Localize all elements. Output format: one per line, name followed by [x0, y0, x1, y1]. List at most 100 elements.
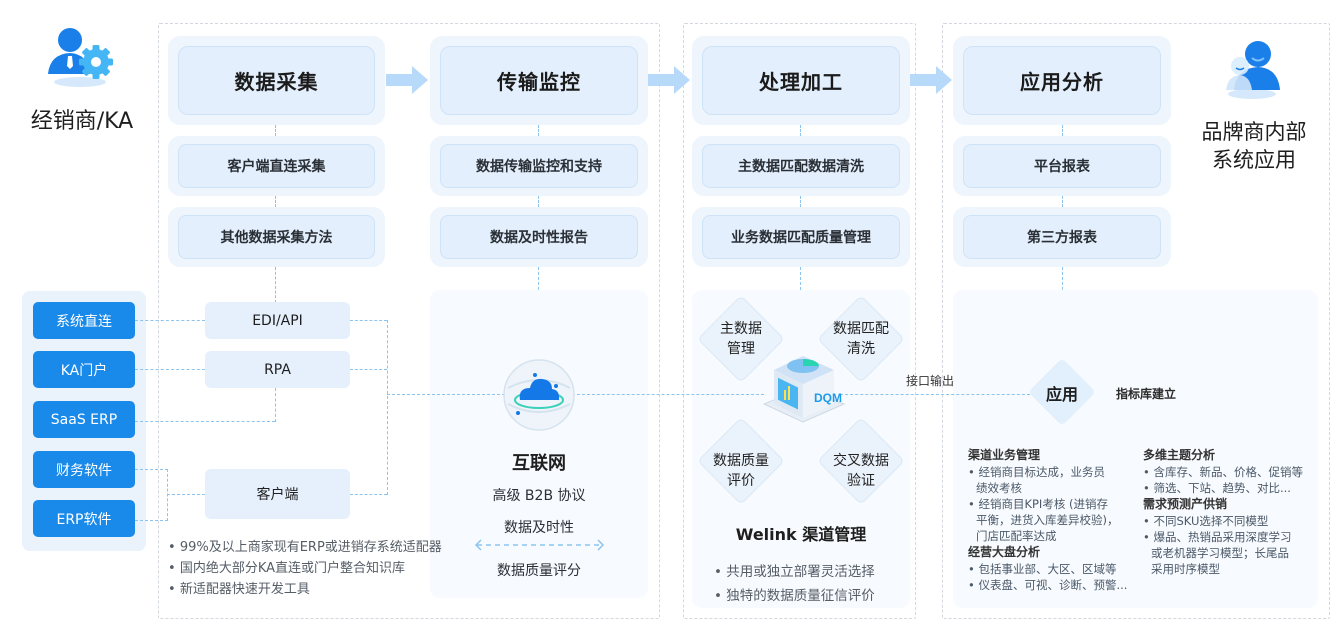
brand-label-line2: 系统应用 [1212, 148, 1296, 172]
application-node-label: 应用 [1045, 385, 1078, 404]
connector-line [350, 369, 387, 370]
double-arrow-icon [474, 539, 605, 551]
stage-application: 应用分析 [953, 36, 1171, 125]
frame-collection-transmission [158, 23, 660, 619]
connector-line [1062, 196, 1063, 207]
connector-rpa: RPA [205, 351, 350, 388]
distributor-gear-icon [44, 22, 116, 90]
analysis-item: 采用时序模型 [1151, 562, 1220, 576]
stage-collection: 数据采集 [168, 36, 385, 125]
stage-title: 应用分析 [1020, 70, 1104, 94]
stage-application-item: 第三方报表 [953, 207, 1171, 267]
dqm-label: DQM [814, 391, 842, 405]
connector-line [135, 320, 205, 321]
bullet: • [968, 497, 979, 511]
bullet: • [968, 562, 979, 576]
dqm-server-icon: DQM [760, 340, 846, 430]
frame-application [942, 23, 1330, 619]
arrow-right-icon [386, 66, 428, 94]
internet-panel [430, 290, 648, 598]
connector-line [135, 469, 168, 470]
source-finance-software[interactable]: 财务软件 [33, 451, 135, 488]
analysis-col-2: 多维主题分析 • 含库存、新品、价格、促销等 • 筛选、下站、趋势、对比... 需求预… [1143, 447, 1313, 577]
application-panel [953, 290, 1318, 608]
connector-line [350, 320, 387, 321]
analysis-heading: 多维主题分析 [1143, 448, 1216, 462]
connector-line [135, 520, 168, 521]
stage-collection-item: 客户端直连采集 [168, 136, 385, 196]
connector-line [387, 320, 388, 495]
analysis-item: • 包括事业部、大区、区域等 [968, 562, 1117, 576]
stage-transmission-item: 数据传输监控和支持 [430, 136, 648, 196]
analysis-item: • 不同SKU选择不同模型 [1143, 514, 1269, 528]
connector-line [387, 394, 505, 395]
processing-notes: • 共用或独立部署灵活选择 • 独特的数据质量征信评价 [714, 560, 875, 608]
source-system-direct[interactable]: 系统直连 [33, 302, 135, 339]
connector-line [135, 421, 275, 422]
diamond-master-data: 主数据管理 [720, 321, 762, 357]
bullet: • [1143, 514, 1154, 528]
diamond-quality-eval: 数据质量评价 [713, 453, 769, 489]
analysis-item: • 仪表盘、可视、诊断、预警... [968, 578, 1128, 592]
stage-transmission-item: 数据及时性报告 [430, 207, 648, 267]
diamond-data-matching: 数据匹配清洗 [833, 321, 889, 357]
analysis-item: • 筛选、下站、趋势、对比... [1143, 481, 1291, 495]
connector-line [275, 196, 276, 207]
stage-processing: 处理加工 [692, 36, 910, 125]
analysis-item: • 经销商目KPI考核 (进销存 [968, 497, 1108, 511]
diamond-cross-validation: 交叉数据验证 [833, 453, 889, 489]
brand-users-icon [1220, 38, 1284, 100]
source-erp-software[interactable]: ERP软件 [33, 500, 135, 537]
connector-line [275, 388, 276, 422]
connector-line [275, 125, 276, 136]
analysis-col-1: 渠道业务管理• 经销商目标达成，业务员绩效考核• 经销商目KPI考核 (进销存平… [968, 447, 1138, 593]
analysis-item: 或老机器学习模型；长尾品 [1151, 546, 1289, 560]
stage-title: 传输监控 [497, 70, 581, 94]
internet-line: 数据质量评分 [497, 563, 581, 579]
internet-line: 高级 B2B 协议 [492, 488, 586, 504]
internet-line: 数据及时性 [504, 520, 574, 536]
connector-line [572, 394, 764, 395]
connector-client: 客户端 [205, 469, 350, 519]
connector-line [840, 394, 1030, 395]
bullet: • [1143, 530, 1154, 544]
stage-title: 处理加工 [759, 70, 843, 94]
stage-application-item: 平台报表 [953, 136, 1171, 196]
note-item: • 99%及以上商家现有ERP或进销存系统适配器 [168, 540, 442, 555]
source-saas-erp[interactable]: SaaS ERP [33, 401, 135, 438]
connector-line [167, 494, 205, 495]
connector-line [167, 469, 168, 521]
bullet: • [968, 578, 979, 592]
connector-edi-api: EDI/API [205, 302, 350, 339]
analysis-item: 门店匹配率达成 [976, 529, 1057, 543]
internet-title: 互联网 [512, 453, 566, 474]
analysis-heading: 需求预测产供销 [1143, 497, 1228, 511]
analysis-item: • 含库存、新品、价格、促销等 [1143, 465, 1303, 479]
connector-line [800, 196, 801, 207]
brand-label: 品牌商内部 系统应用 [1188, 118, 1320, 174]
analysis-item: 平衡，进货入库差异校验)， [976, 513, 1119, 527]
frame-processing [683, 23, 916, 619]
collection-notes: • 99%及以上商家现有ERP或进销存系统适配器 • 国内绝大部分KA直连或门户… [168, 537, 442, 600]
note-item: • 共用或独立部署灵活选择 [714, 564, 875, 580]
arrow-right-icon [910, 66, 952, 94]
connector-line [1062, 125, 1063, 136]
source-ka-portal[interactable]: KA门户 [33, 351, 135, 388]
analysis-item: 绩效考核 [976, 481, 1022, 495]
cloud-globe-icon [502, 358, 576, 432]
brand-label-line1: 品牌商内部 [1201, 120, 1307, 144]
connector-line [135, 369, 205, 370]
connector-line [350, 494, 387, 495]
metric-library-label: 指标库建立 [1116, 387, 1177, 401]
distributor-label: 经销商/KA [30, 109, 134, 134]
connector-line [275, 267, 276, 303]
bullet: • [1143, 465, 1154, 479]
analysis-heading: 经营大盘分析 [968, 545, 1041, 559]
stage-processing-item: 业务数据匹配质量管理 [692, 207, 910, 267]
interface-output-label: 接口输出 [906, 374, 955, 388]
bullet: • [968, 465, 979, 479]
bullet: • [1143, 481, 1154, 495]
connector-line [800, 125, 801, 136]
connector-line [538, 125, 539, 136]
analysis-item: • 爆品、热销品采用深度学习 [1143, 530, 1292, 544]
